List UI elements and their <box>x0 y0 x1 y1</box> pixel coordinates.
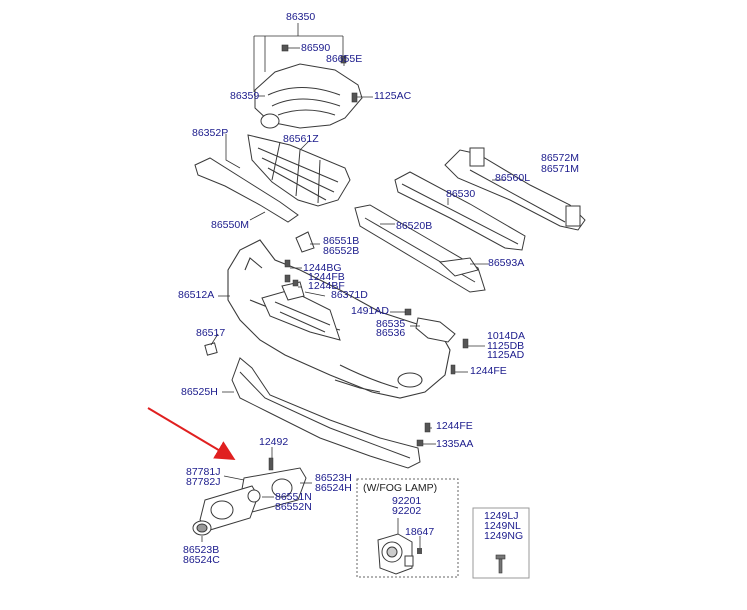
bracket-86551B-part[interactable] <box>295 231 315 253</box>
label-86561Z[interactable]: 86561Z <box>283 133 319 145</box>
label-1125DB[interactable]: 1125DB <box>487 340 525 352</box>
label-1244FE-lower[interactable]: 1244FE <box>436 420 473 432</box>
label-1014DA[interactable]: 1014DA <box>487 330 525 342</box>
label-86523H[interactable]: 86523H <box>315 472 352 484</box>
label-86551N[interactable]: 86551N <box>275 491 312 503</box>
label-86571M[interactable]: 86571M <box>541 163 579 175</box>
label-86552B[interactable]: 86552B <box>323 245 360 257</box>
label-86560L[interactable]: 86560L <box>495 172 531 184</box>
label-1244BF[interactable]: 1244BF <box>308 280 345 292</box>
label-12492[interactable]: 12492 <box>259 436 289 448</box>
label-1249NL[interactable]: 1249NL <box>484 520 521 532</box>
label-86551B[interactable]: 86551B <box>323 235 360 247</box>
label-1244FE-upper[interactable]: 1244FE <box>470 365 507 377</box>
label-86352P[interactable]: 86352P <box>192 127 229 139</box>
side-bracket-part[interactable] <box>415 317 456 343</box>
fog-lamp-bulb-socket <box>417 548 422 554</box>
fog-lamp-part[interactable] <box>377 533 414 575</box>
label-86593A[interactable]: 86593A <box>488 257 525 269</box>
label-92202[interactable]: 92202 <box>392 505 422 517</box>
label-86371D[interactable]: 86371D <box>331 289 368 301</box>
label-86552N[interactable]: 86552N <box>275 501 312 513</box>
impact-beam-part[interactable] <box>394 171 526 251</box>
label-86590[interactable]: 86590 <box>301 42 331 54</box>
fog-lamp-box-title: (W/FOG LAMP) <box>363 482 438 494</box>
label-86530[interactable]: 86530 <box>446 188 476 200</box>
fog-lamp-cover-part[interactable] <box>199 485 259 531</box>
label-1244BG[interactable]: 1244BG <box>303 262 342 274</box>
screw-icons-top <box>281 44 358 103</box>
label-92201[interactable]: 92201 <box>392 495 422 507</box>
label-86524C[interactable]: 86524C <box>183 554 220 566</box>
upper-beam-part[interactable] <box>444 147 586 231</box>
part-86517[interactable] <box>204 342 218 356</box>
label-1244FB[interactable]: 1244FB <box>308 271 345 283</box>
fog-lamp-kit-box <box>356 478 459 578</box>
label-86525H[interactable]: 86525H <box>181 386 218 398</box>
label-1249NG[interactable]: 1249NG <box>484 530 524 542</box>
lower-lip-part[interactable] <box>231 357 421 469</box>
label-87781J[interactable]: 87781J <box>186 466 221 478</box>
label-86512A[interactable]: 86512A <box>178 289 215 301</box>
grille-molding-part[interactable] <box>194 157 299 223</box>
screw-icons-right <box>268 259 469 471</box>
leader-lines <box>201 95 505 542</box>
label-86655E[interactable]: 86655E <box>326 53 363 65</box>
bracket-86593A-part[interactable] <box>438 257 479 277</box>
leader-lines-fog <box>397 518 421 550</box>
label-1249LJ[interactable]: 1249LJ <box>484 510 519 522</box>
label-1491AD[interactable]: 1491AD <box>351 305 389 317</box>
label-86350[interactable]: 86350 <box>286 11 316 23</box>
label-87782J[interactable]: 87782J <box>186 476 221 488</box>
label-18647[interactable]: 18647 <box>405 526 435 538</box>
screw-kit-box <box>472 507 530 579</box>
label-1335AA[interactable]: 1335AA <box>436 438 474 450</box>
label-86520B[interactable]: 86520B <box>396 220 433 232</box>
label-86572M[interactable]: 86572M <box>541 152 579 164</box>
label-86359[interactable]: 86359 <box>230 90 260 102</box>
label-86524H[interactable]: 86524H <box>315 482 352 494</box>
bracket-86551N-part[interactable] <box>247 489 261 503</box>
label-86536[interactable]: 86536 <box>376 327 406 339</box>
emblem-part[interactable] <box>260 113 280 129</box>
front-grille-part[interactable] <box>247 134 351 207</box>
label-1125AD[interactable]: 1125AD <box>487 349 525 361</box>
label-86535[interactable]: 86535 <box>376 318 406 330</box>
upper-grille-cover-part[interactable] <box>254 63 363 129</box>
grommet-86523B-part[interactable] <box>192 520 212 536</box>
label-86517[interactable]: 86517 <box>196 327 226 339</box>
screw-1249-part[interactable] <box>495 554 506 574</box>
red-pointer-arrow <box>147 407 236 461</box>
label-1125AC[interactable]: 1125AC <box>374 90 412 102</box>
label-86550M[interactable]: 86550M <box>211 219 249 231</box>
label-86523B[interactable]: 86523B <box>183 544 220 556</box>
